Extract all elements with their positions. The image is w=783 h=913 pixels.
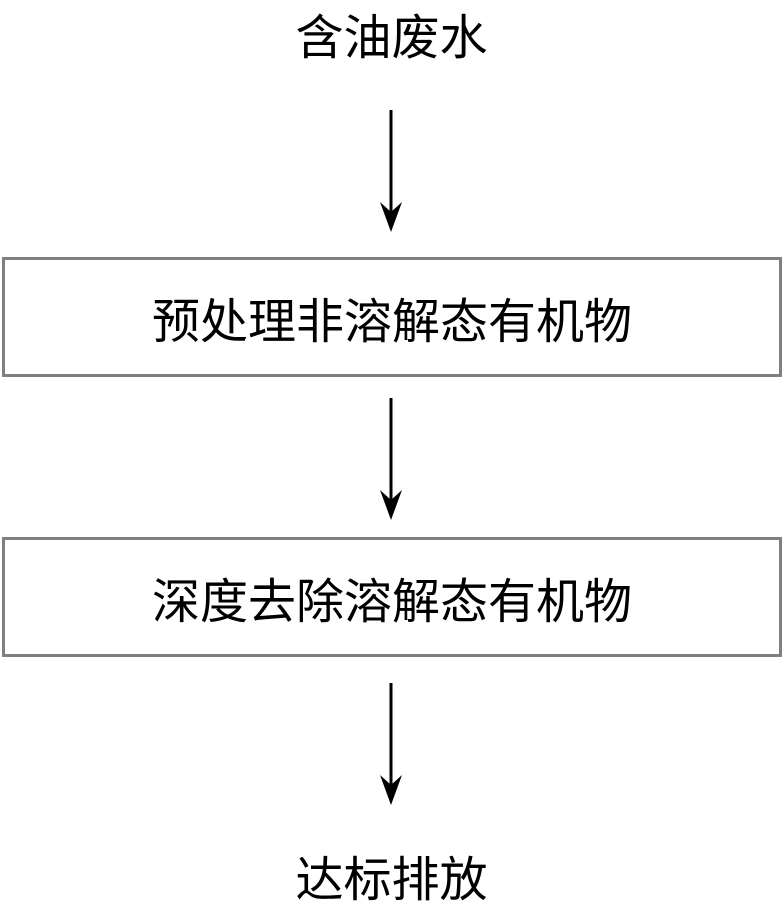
end-node-label: 达标排放 [295, 852, 488, 908]
step-label-deep-removal: 深度去除溶解态有机物 [151, 574, 632, 630]
start-node-label: 含油废水 [295, 10, 488, 66]
step-box-pretreatment: 预处理非溶解态有机物 [2, 257, 782, 377]
flow-arrow-1 [380, 110, 402, 232]
step-label-pretreatment: 预处理非溶解态有机物 [151, 294, 632, 350]
flow-arrow-2 [380, 398, 402, 520]
step-box-deep-removal: 深度去除溶解态有机物 [2, 537, 782, 657]
flow-arrow-3 [380, 683, 402, 805]
